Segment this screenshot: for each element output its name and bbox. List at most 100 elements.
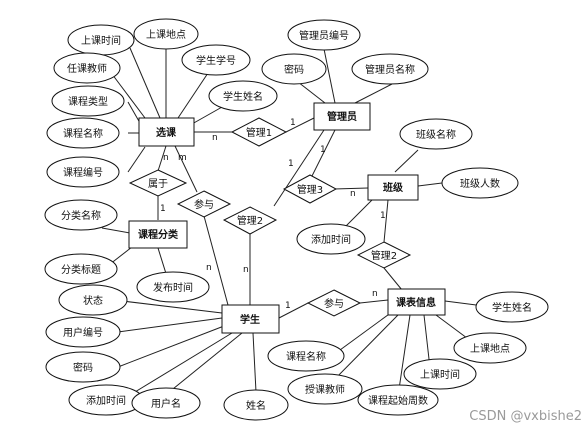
line-sc-course-name bbox=[339, 311, 393, 351]
line-sc-time bbox=[423, 314, 431, 369]
rel-belongs: 属于 bbox=[128, 169, 188, 197]
attr-cls-added: 添加时间 bbox=[296, 223, 366, 255]
watermark-text: CSDN @vxbishe2 bbox=[469, 409, 582, 424]
attr-cs-time: 上课时间 bbox=[67, 24, 135, 56]
line-sc-teacher bbox=[329, 314, 399, 385]
svg-text:班级: 班级 bbox=[383, 181, 404, 194]
card-belongs-cat: 1 bbox=[160, 204, 166, 214]
svg-text:用户名: 用户名 bbox=[151, 397, 181, 410]
line-manage2b-schedule bbox=[383, 267, 403, 291]
attr-ad-name: 管理员名称 bbox=[351, 53, 429, 85]
svg-text:课程名称: 课程名称 bbox=[63, 127, 103, 140]
svg-text:课程分类: 课程分类 bbox=[138, 228, 178, 241]
line-manage1-admin bbox=[285, 117, 315, 133]
relationships: 管理1 属于 参与 管理2 管理3 管理2 参与 bbox=[128, 117, 412, 317]
card-admin-manage2a: 1 bbox=[288, 159, 294, 169]
card-student-participate2: 1 bbox=[285, 301, 291, 311]
svg-text:上课时间: 上课时间 bbox=[420, 368, 460, 381]
attr-st-added: 添加时间 bbox=[68, 384, 144, 416]
card-participate-student: n bbox=[206, 263, 212, 273]
rel-manage3: 管理3 bbox=[282, 174, 338, 204]
line-sc-weeks bbox=[397, 314, 411, 397]
line-ad-name bbox=[354, 83, 393, 104]
attr-cat-title: 分类标题 bbox=[44, 253, 118, 285]
svg-text:姓名: 姓名 bbox=[246, 399, 266, 412]
line-cs-type bbox=[127, 101, 141, 124]
card-manage1-admin: 1 bbox=[290, 118, 296, 128]
line-class-manage2b bbox=[383, 199, 389, 243]
svg-text:分类标题: 分类标题 bbox=[61, 263, 101, 276]
attr-ad-password: 密码 bbox=[261, 53, 327, 85]
cardinality-labels: n 1 n 1 m n 1 n 1 n 1 1 n bbox=[160, 118, 386, 311]
svg-text:用户编号: 用户编号 bbox=[63, 326, 103, 339]
rel-manage2-schedule: 管理2 bbox=[356, 241, 412, 269]
entity-schedule-info: 课表信息 bbox=[387, 288, 446, 316]
rel-manage2-student: 管理2 bbox=[222, 206, 278, 235]
entity-course-category: 课程分类 bbox=[128, 220, 188, 249]
svg-text:选课: 选课 bbox=[156, 126, 177, 139]
line-participate-student bbox=[203, 215, 229, 306]
line-cs-participate bbox=[174, 145, 198, 193]
line-ad-password bbox=[297, 81, 326, 104]
svg-text:课程起始周数: 课程起始周数 bbox=[368, 394, 428, 407]
line-cs-time bbox=[129, 47, 161, 119]
line-st-username bbox=[167, 332, 243, 394]
line-st-password bbox=[117, 325, 225, 368]
attr-cs-student-no: 学生学号 bbox=[181, 44, 251, 76]
svg-text:发布时间: 发布时间 bbox=[153, 281, 193, 294]
svg-text:上课地点: 上课地点 bbox=[470, 342, 510, 355]
line-ad-no bbox=[323, 48, 336, 104]
line-st-status bbox=[113, 299, 223, 314]
attr-sc-student-name: 学生姓名 bbox=[475, 291, 549, 323]
svg-text:班级名称: 班级名称 bbox=[416, 128, 456, 141]
card-manage3-class: n bbox=[350, 189, 356, 199]
svg-text:密码: 密码 bbox=[284, 63, 304, 76]
svg-text:班级人数: 班级人数 bbox=[460, 177, 500, 190]
line-st-added bbox=[129, 332, 233, 396]
svg-text:任课教师: 任课教师 bbox=[67, 62, 107, 75]
attr-cls-count: 班级人数 bbox=[441, 167, 519, 199]
attr-sc-place: 上课地点 bbox=[453, 332, 527, 364]
rel-participate2: 参与 bbox=[306, 289, 362, 317]
svg-text:添加时间: 添加时间 bbox=[86, 394, 126, 407]
entity-course-select: 选课 bbox=[138, 117, 195, 147]
entity-admin: 管理员 bbox=[313, 102, 371, 131]
svg-text:状态: 状态 bbox=[83, 294, 103, 307]
line-admin-manage2a bbox=[273, 129, 325, 207]
svg-text:课表信息: 课表信息 bbox=[396, 296, 436, 309]
card-class-manage2b: 1 bbox=[380, 211, 386, 221]
svg-text:学生学号: 学生学号 bbox=[196, 54, 236, 67]
attr-cs-teacher: 任课教师 bbox=[53, 52, 121, 84]
svg-text:密码: 密码 bbox=[73, 361, 93, 374]
attr-sc-weeks: 课程起始周数 bbox=[357, 384, 439, 416]
svg-text:上课地点: 上课地点 bbox=[146, 28, 186, 41]
line-cls-count bbox=[417, 182, 443, 187]
svg-text:参与: 参与 bbox=[194, 198, 214, 211]
svg-text:学生姓名: 学生姓名 bbox=[223, 90, 263, 103]
svg-text:课程类型: 课程类型 bbox=[68, 95, 108, 108]
line-st-user-no bbox=[117, 317, 223, 333]
line-student-participate2 bbox=[278, 302, 309, 319]
svg-text:课程名称: 课程名称 bbox=[286, 350, 326, 363]
svg-text:属于: 属于 bbox=[148, 178, 168, 190]
card-cs-belongs: n bbox=[163, 153, 169, 163]
svg-text:学生姓名: 学生姓名 bbox=[492, 301, 532, 314]
entities: 选课 管理员 课程分类 学生 班级 课表信息 bbox=[128, 102, 446, 334]
attr-sc-teacher: 授课教师 bbox=[287, 373, 363, 405]
attr-cs-course-name: 课程名称 bbox=[46, 117, 120, 149]
attr-st-password: 密码 bbox=[45, 351, 121, 383]
attr-cat-time: 发布时间 bbox=[136, 271, 210, 303]
line-cs-course-no bbox=[127, 146, 146, 173]
svg-text:学生: 学生 bbox=[240, 313, 260, 326]
attr-cls-name: 班级名称 bbox=[399, 118, 473, 150]
svg-text:管理3: 管理3 bbox=[297, 183, 323, 196]
card-manage2a-student: n bbox=[243, 265, 249, 275]
svg-text:分类名称: 分类名称 bbox=[61, 209, 101, 222]
card-participate2-schedule: n bbox=[372, 289, 378, 299]
entity-student: 学生 bbox=[221, 304, 280, 334]
line-cs-student-no bbox=[177, 66, 213, 119]
svg-text:管理1: 管理1 bbox=[246, 126, 272, 139]
attr-st-username: 用户名 bbox=[131, 387, 201, 419]
